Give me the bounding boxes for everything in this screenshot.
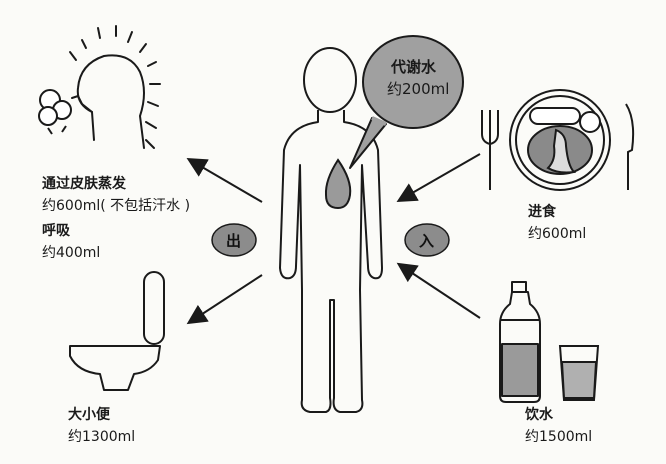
toilet-icon	[69, 271, 165, 391]
metabolic-water-title: 代谢水	[391, 58, 437, 76]
out-badge	[211, 223, 257, 257]
water-drop-icon	[324, 158, 352, 210]
drink-title: 饮水	[525, 407, 553, 423]
metabolic-water-bubble	[349, 35, 464, 169]
arrow-from-drink	[396, 262, 481, 319]
in-badge	[404, 223, 450, 257]
breathing-head-icon	[69, 25, 161, 149]
arrow-to-toilet	[186, 274, 263, 325]
food-value: 约600ml	[528, 226, 587, 242]
breath-title: 呼吸	[42, 223, 70, 239]
water-glass-icon	[558, 345, 600, 401]
meal-plate-icon	[481, 89, 635, 191]
skin-evaporation-value: 约600ml( 不包括汗水 )	[42, 198, 191, 214]
excretion-value: 约1300ml	[68, 429, 136, 445]
breath-puff-icon	[38, 89, 72, 135]
out-badge-label: 出	[226, 232, 242, 250]
excretion-title: 大小便	[68, 407, 110, 423]
drink-value: 约1500ml	[525, 429, 593, 445]
food-title: 进食	[528, 204, 556, 220]
in-badge-label: 入	[419, 232, 435, 250]
skin-evaporation-title: 通过皮肤蒸发	[42, 176, 126, 192]
metabolic-water-value: 约200ml	[387, 80, 450, 98]
arrow-to-skin	[186, 157, 263, 203]
human-body-icon	[279, 47, 383, 413]
arrow-from-food	[396, 153, 481, 202]
breath-value: 约400ml	[42, 245, 101, 261]
water-bottle-icon	[499, 281, 541, 403]
